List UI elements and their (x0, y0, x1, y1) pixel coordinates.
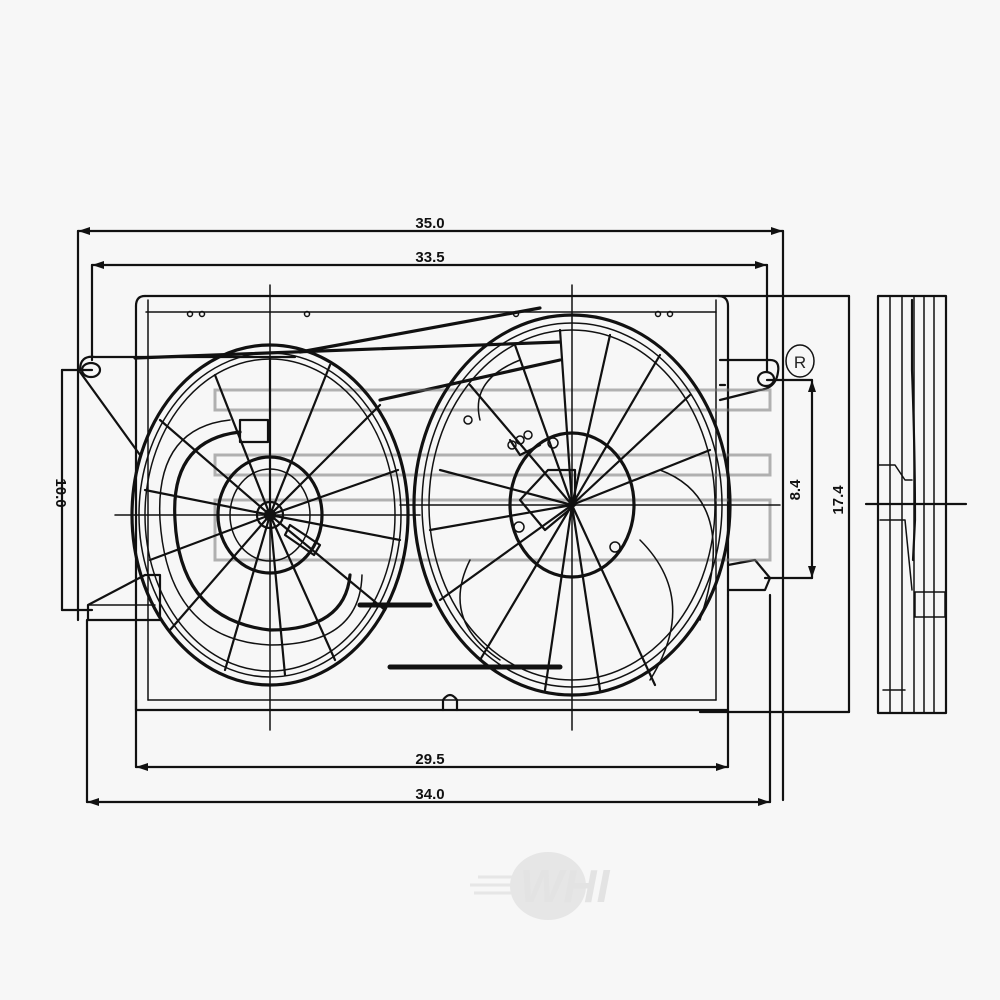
dim-label-17-4: 17.4 (830, 485, 847, 515)
right-fan (399, 284, 781, 731)
dim-label-33-5: 33.5 (415, 249, 444, 266)
svg-text:R: R (794, 353, 806, 372)
dimension-10-0: 10.0 (52, 368, 94, 612)
dimension-35-0: 35.0 (76, 215, 785, 802)
faint-overlay-logo (213, 388, 772, 562)
brand-watermark: WHI (470, 852, 611, 920)
dim-label-10-0: 10.0 (52, 478, 69, 507)
dimension-8-4: 8.4 (763, 378, 816, 580)
right-side-marker: R (785, 344, 815, 378)
dim-label-34-0: 34.0 (415, 786, 444, 803)
dim-label-35-0: 35.0 (415, 215, 444, 232)
watermark-text: WHI (520, 860, 611, 912)
left-fan (114, 284, 421, 731)
dimension-17-4: 17.4 (698, 294, 851, 714)
dimension-34-0: 34.0 (85, 593, 772, 806)
dim-label-29-5: 29.5 (415, 751, 444, 768)
dim-label-8-4: 8.4 (787, 479, 804, 501)
dimension-29-5: 29.5 (134, 593, 730, 771)
dimension-33-5: 33.5 (90, 249, 769, 374)
side-view (864, 294, 968, 715)
